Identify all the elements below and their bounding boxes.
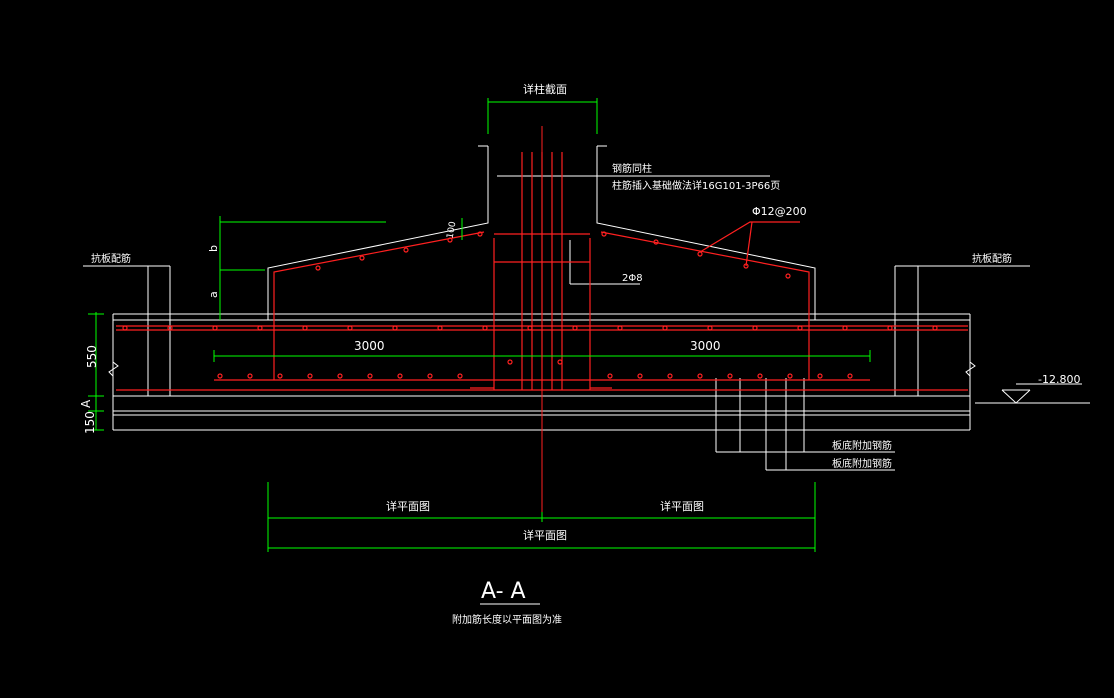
plan-ref-left: 详平面图 [386,499,430,513]
dim-left-3000: 3000 [354,339,385,353]
dim-right-3000: 3000 [690,339,721,353]
dimensions [88,98,871,552]
stirrup-note: 2Φ8 [622,273,643,284]
dim-b-label: b [207,245,220,252]
column-section-label: 详柱截面 [523,82,567,96]
thickness-150: 150 [83,411,97,434]
column-rebar-note-1: 钢筋同柱 [612,162,652,175]
thickness-550: 550 [85,345,99,368]
add-rebar-label-2: 板底附加钢筋 [832,457,892,470]
thickness-a: A [79,399,93,408]
section-note: 附加筋长度以平面图为准 [452,613,562,626]
concrete-outline [83,145,1090,605]
section-title: A- A [481,579,526,604]
elevation-label: -12.800 [1038,373,1080,386]
dim-a-label: a [207,291,220,298]
column-rebar-note-2: 柱筋插入基础做法详16G101-3P66页 [612,179,780,192]
dim-100-label: 100 [446,221,459,240]
right-slab-rebar-label: 抗板配筋 [972,252,1012,265]
left-slab-rebar-label: 抗板配筋 [91,252,131,265]
slope-rebar-label: Φ12@200 [752,205,807,218]
plan-ref-right: 详平面图 [660,499,704,513]
plan-ref-total: 详平面图 [523,528,567,542]
add-rebar-label-1: 板底附加钢筋 [832,439,892,452]
